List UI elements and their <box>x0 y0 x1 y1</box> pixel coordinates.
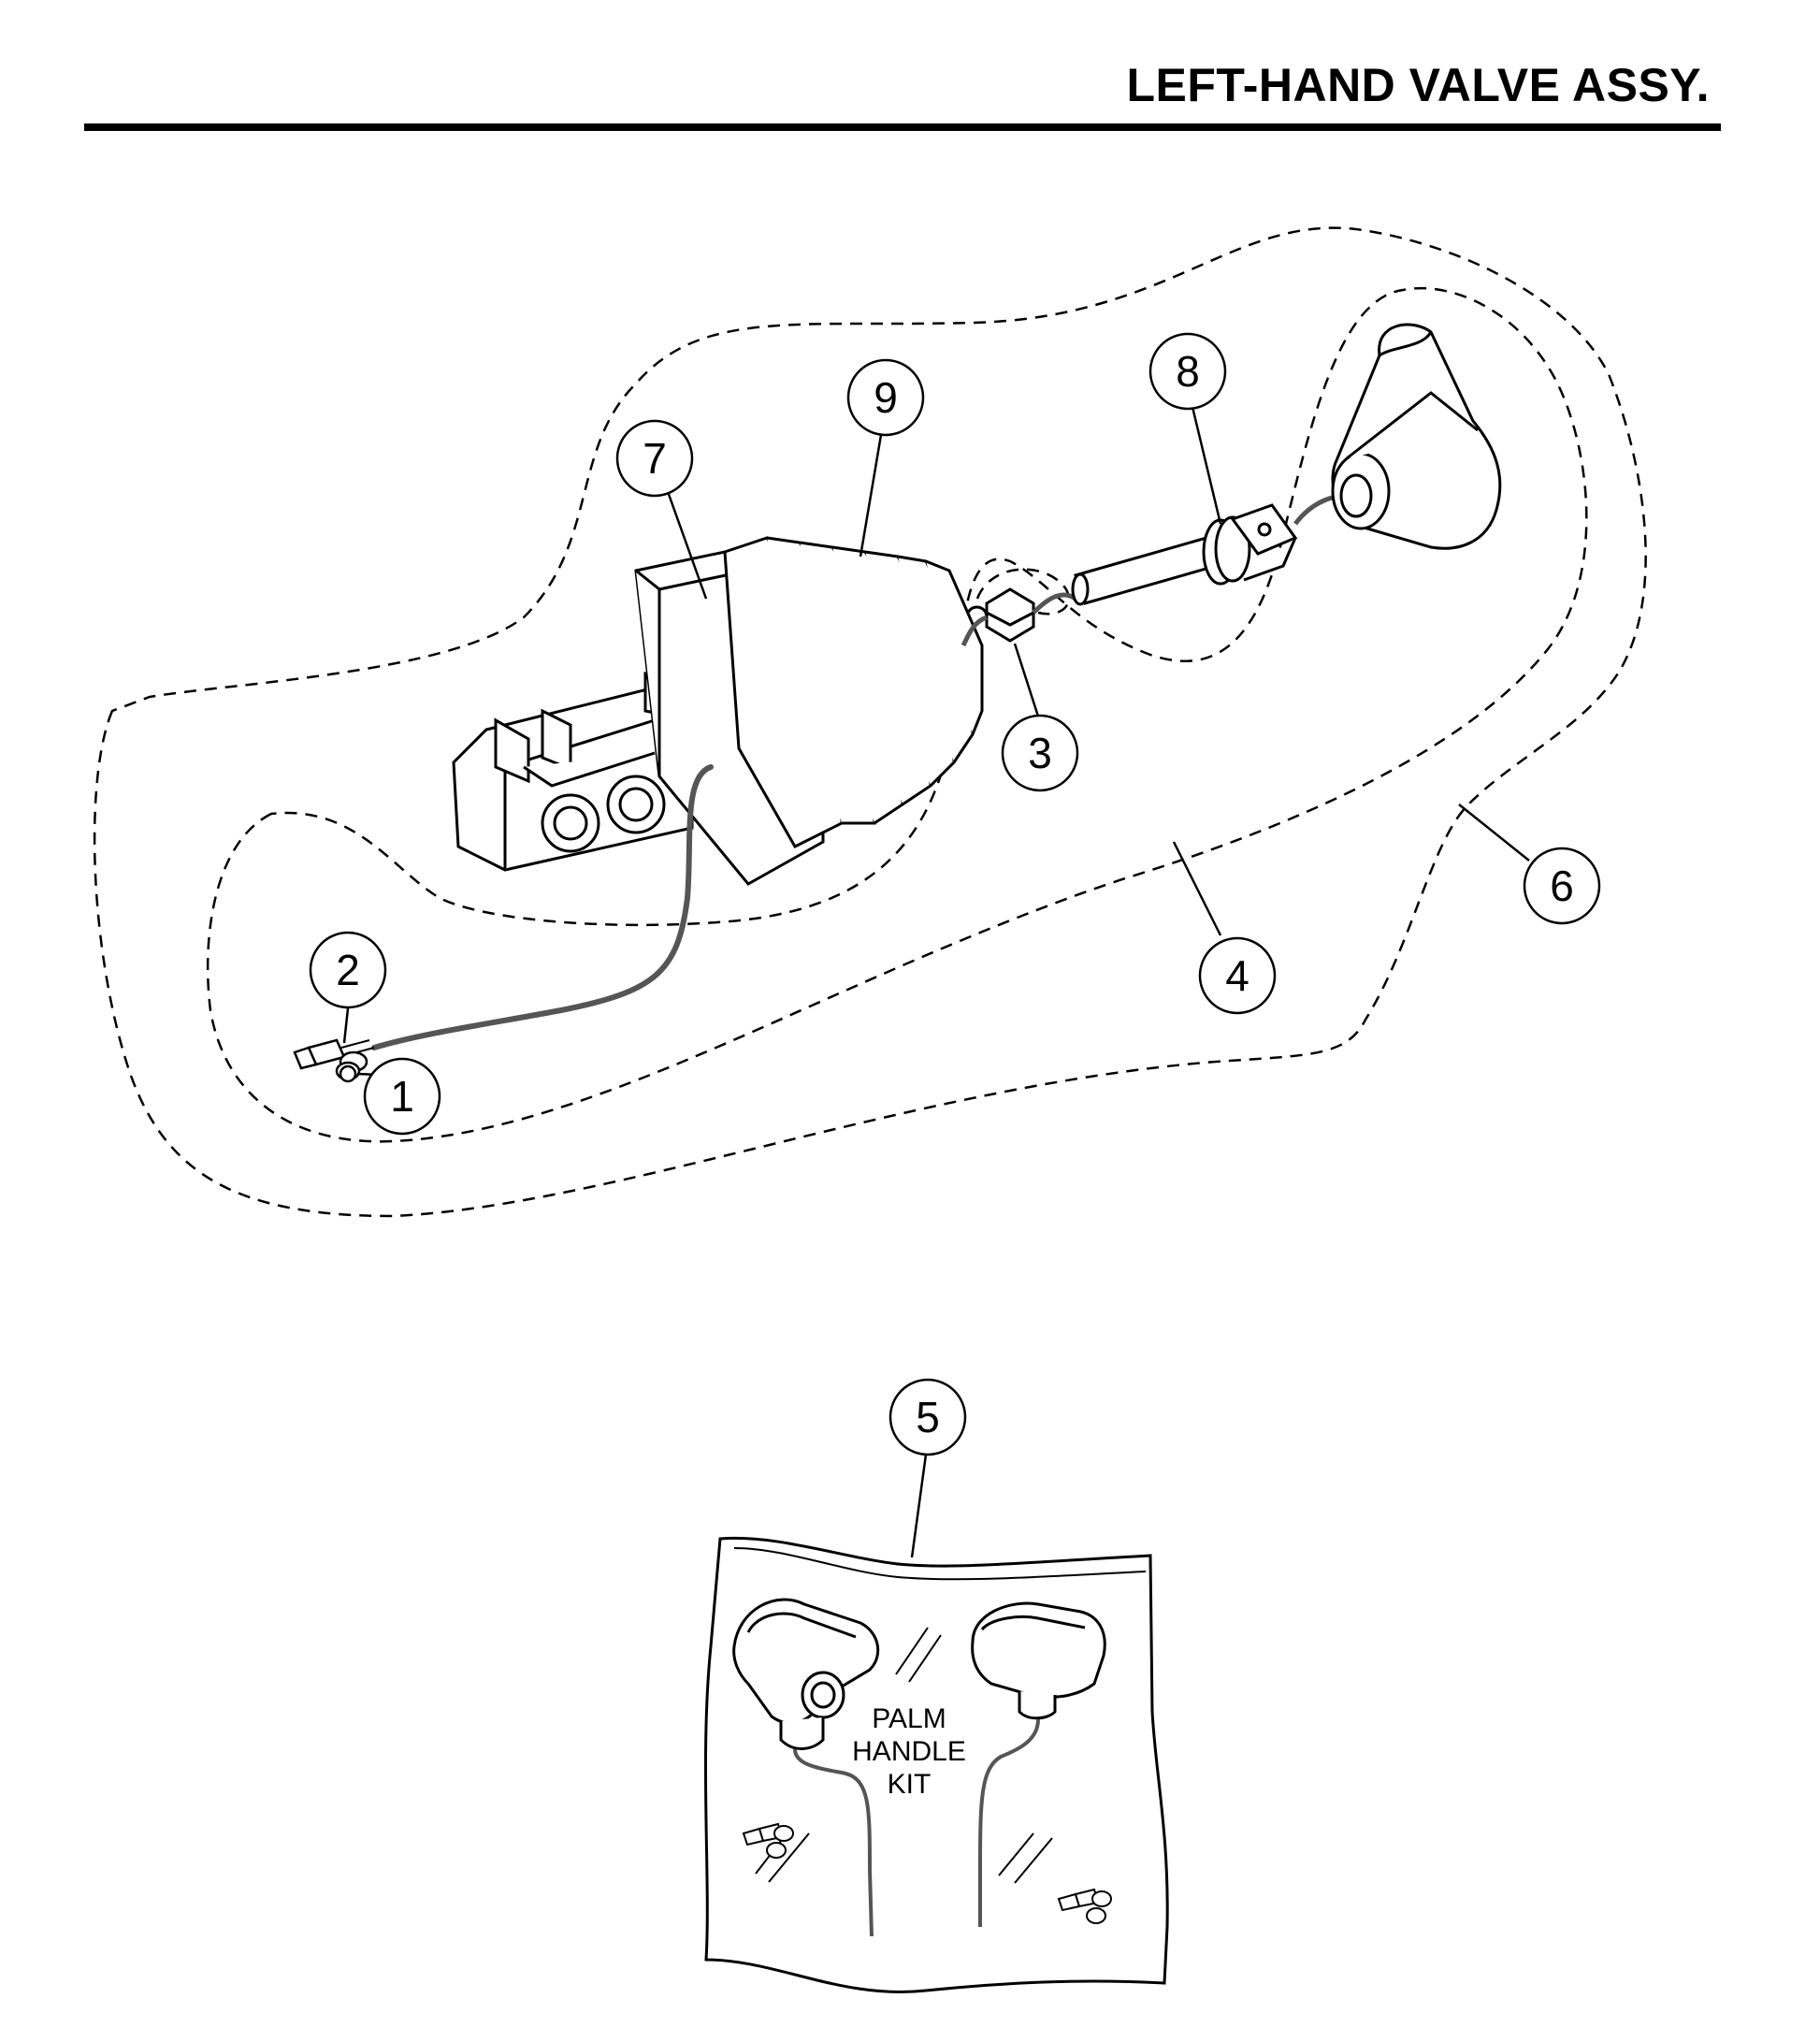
boundary-4 <box>206 286 1588 1143</box>
leader-lines <box>342 406 1530 1558</box>
svg-text:9: 9 <box>874 373 898 422</box>
svg-text:5: 5 <box>916 1393 940 1441</box>
callout-7: 7 <box>615 419 694 498</box>
kit-terminals-right <box>1057 1888 1112 1924</box>
callout-2: 2 <box>309 931 387 1009</box>
title-rule <box>84 123 1721 131</box>
svg-text:8: 8 <box>1176 347 1200 396</box>
kit-label-line-3: KIT <box>888 1769 932 1800</box>
kit-label-line-1: PALM <box>872 1703 946 1734</box>
page-title: LEFT-HAND VALVE ASSY. <box>1126 59 1710 111</box>
valve-wire <box>371 764 714 1050</box>
svg-text:1: 1 <box>390 1072 414 1121</box>
terminal-pins <box>293 1038 368 1083</box>
svg-text:4: 4 <box>1225 951 1249 1000</box>
callout-5: 5 <box>888 1378 967 1456</box>
connector-wire <box>1032 592 1077 615</box>
handle-grip <box>1331 323 1502 550</box>
callout-1: 1 <box>363 1057 441 1136</box>
callout-3: 3 <box>1001 714 1079 792</box>
svg-text:7: 7 <box>643 434 667 483</box>
left-palm-handle <box>732 1598 880 1750</box>
boundary-loop <box>975 568 1070 615</box>
connector-wire-left <box>961 615 988 647</box>
kit-terminals-left <box>742 1822 794 1859</box>
right-palm-handle <box>971 1601 1106 1720</box>
svg-text:6: 6 <box>1550 862 1574 910</box>
page-header: LEFT-HAND VALVE ASSY. <box>0 0 1820 150</box>
right-handle-wire <box>978 1718 1040 1927</box>
valve-body <box>452 671 694 872</box>
left-handle-wire <box>793 1748 874 1937</box>
callout-8: 8 <box>1148 332 1227 411</box>
boundary-6 <box>93 226 1647 1218</box>
svg-text:3: 3 <box>1028 729 1052 777</box>
svg-text:2: 2 <box>336 946 360 994</box>
handle-shaft <box>1071 503 1298 606</box>
bellows-boot <box>723 536 984 848</box>
kit-label-line-2: HANDLE <box>852 1736 966 1767</box>
cable-connector <box>966 587 1035 643</box>
callout-6: 6 <box>1523 847 1601 925</box>
callout-4: 4 <box>1198 936 1277 1015</box>
callout-9: 9 <box>846 358 925 437</box>
